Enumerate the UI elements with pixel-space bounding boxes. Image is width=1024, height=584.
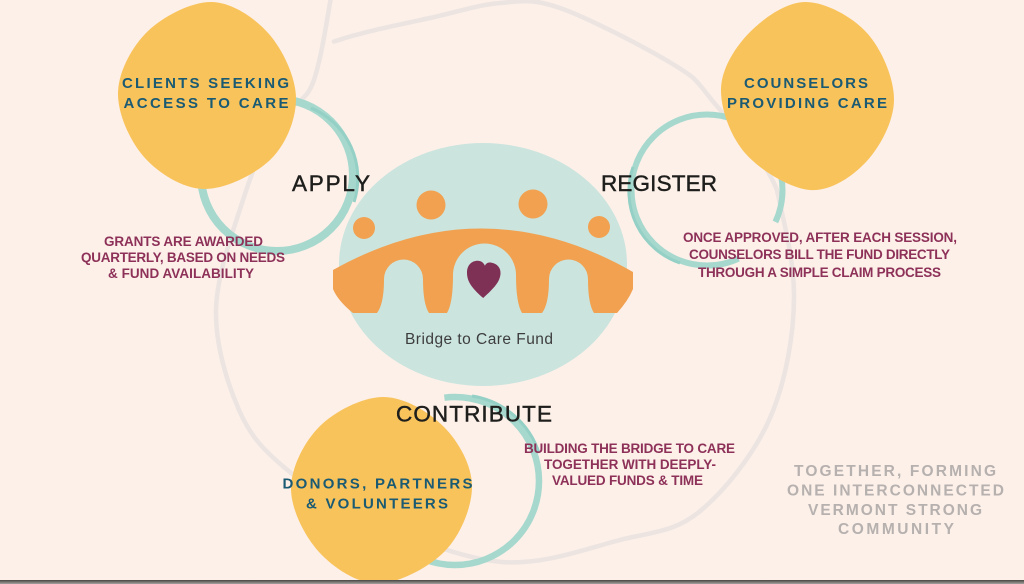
svg-text:GRANTS ARE AWARDED: GRANTS ARE AWARDED: [104, 234, 263, 249]
svg-text:REGISTER: REGISTER: [601, 171, 717, 196]
svg-text:BUILDING THE BRIDGE TO CARE: BUILDING THE BRIDGE TO CARE: [524, 441, 735, 456]
svg-text:THROUGH A SIMPLE CLAIM PROCESS: THROUGH A SIMPLE CLAIM PROCESS: [698, 265, 941, 280]
svg-text:COUNSELORS BILL THE FUND DIREC: COUNSELORS BILL THE FUND DIRECTLY: [689, 247, 950, 262]
svg-text:APPLY: APPLY: [292, 171, 370, 196]
svg-text:Bridge to Care Fund: Bridge to Care Fund: [405, 331, 553, 348]
svg-text:ONCE APPROVED, AFTER EACH SESS: ONCE APPROVED, AFTER EACH SESSION,: [683, 230, 957, 245]
svg-text:DONORS, PARTNERS: DONORS, PARTNERS: [283, 476, 473, 493]
svg-text:VALUED FUNDS & TIME: VALUED FUNDS & TIME: [552, 473, 703, 488]
svg-text:TOGETHER WITH DEEPLY-: TOGETHER WITH DEEPLY-: [544, 457, 716, 472]
svg-text:COUNSELORS: COUNSELORS: [744, 75, 868, 92]
svg-text:CONTRIBUTE: CONTRIBUTE: [396, 402, 552, 427]
svg-text:& FUND AVAILABILITY: & FUND AVAILABILITY: [108, 266, 254, 281]
svg-text:ONE INTERCONNECTED: ONE INTERCONNECTED: [787, 483, 1004, 500]
svg-text:CLIENTS SEEKING: CLIENTS SEEKING: [122, 75, 289, 92]
svg-text:ACCESS TO CARE: ACCESS TO CARE: [124, 95, 289, 112]
svg-text:COMMUNITY: COMMUNITY: [838, 521, 955, 538]
svg-text:VERMONT STRONG: VERMONT STRONG: [808, 502, 982, 519]
svg-text:& VOLUNTEERS: & VOLUNTEERS: [306, 496, 448, 513]
svg-text:PROVIDING CARE: PROVIDING CARE: [727, 95, 887, 112]
svg-text:QUARTERLY, BASED ON NEEDS: QUARTERLY, BASED ON NEEDS: [81, 250, 285, 265]
